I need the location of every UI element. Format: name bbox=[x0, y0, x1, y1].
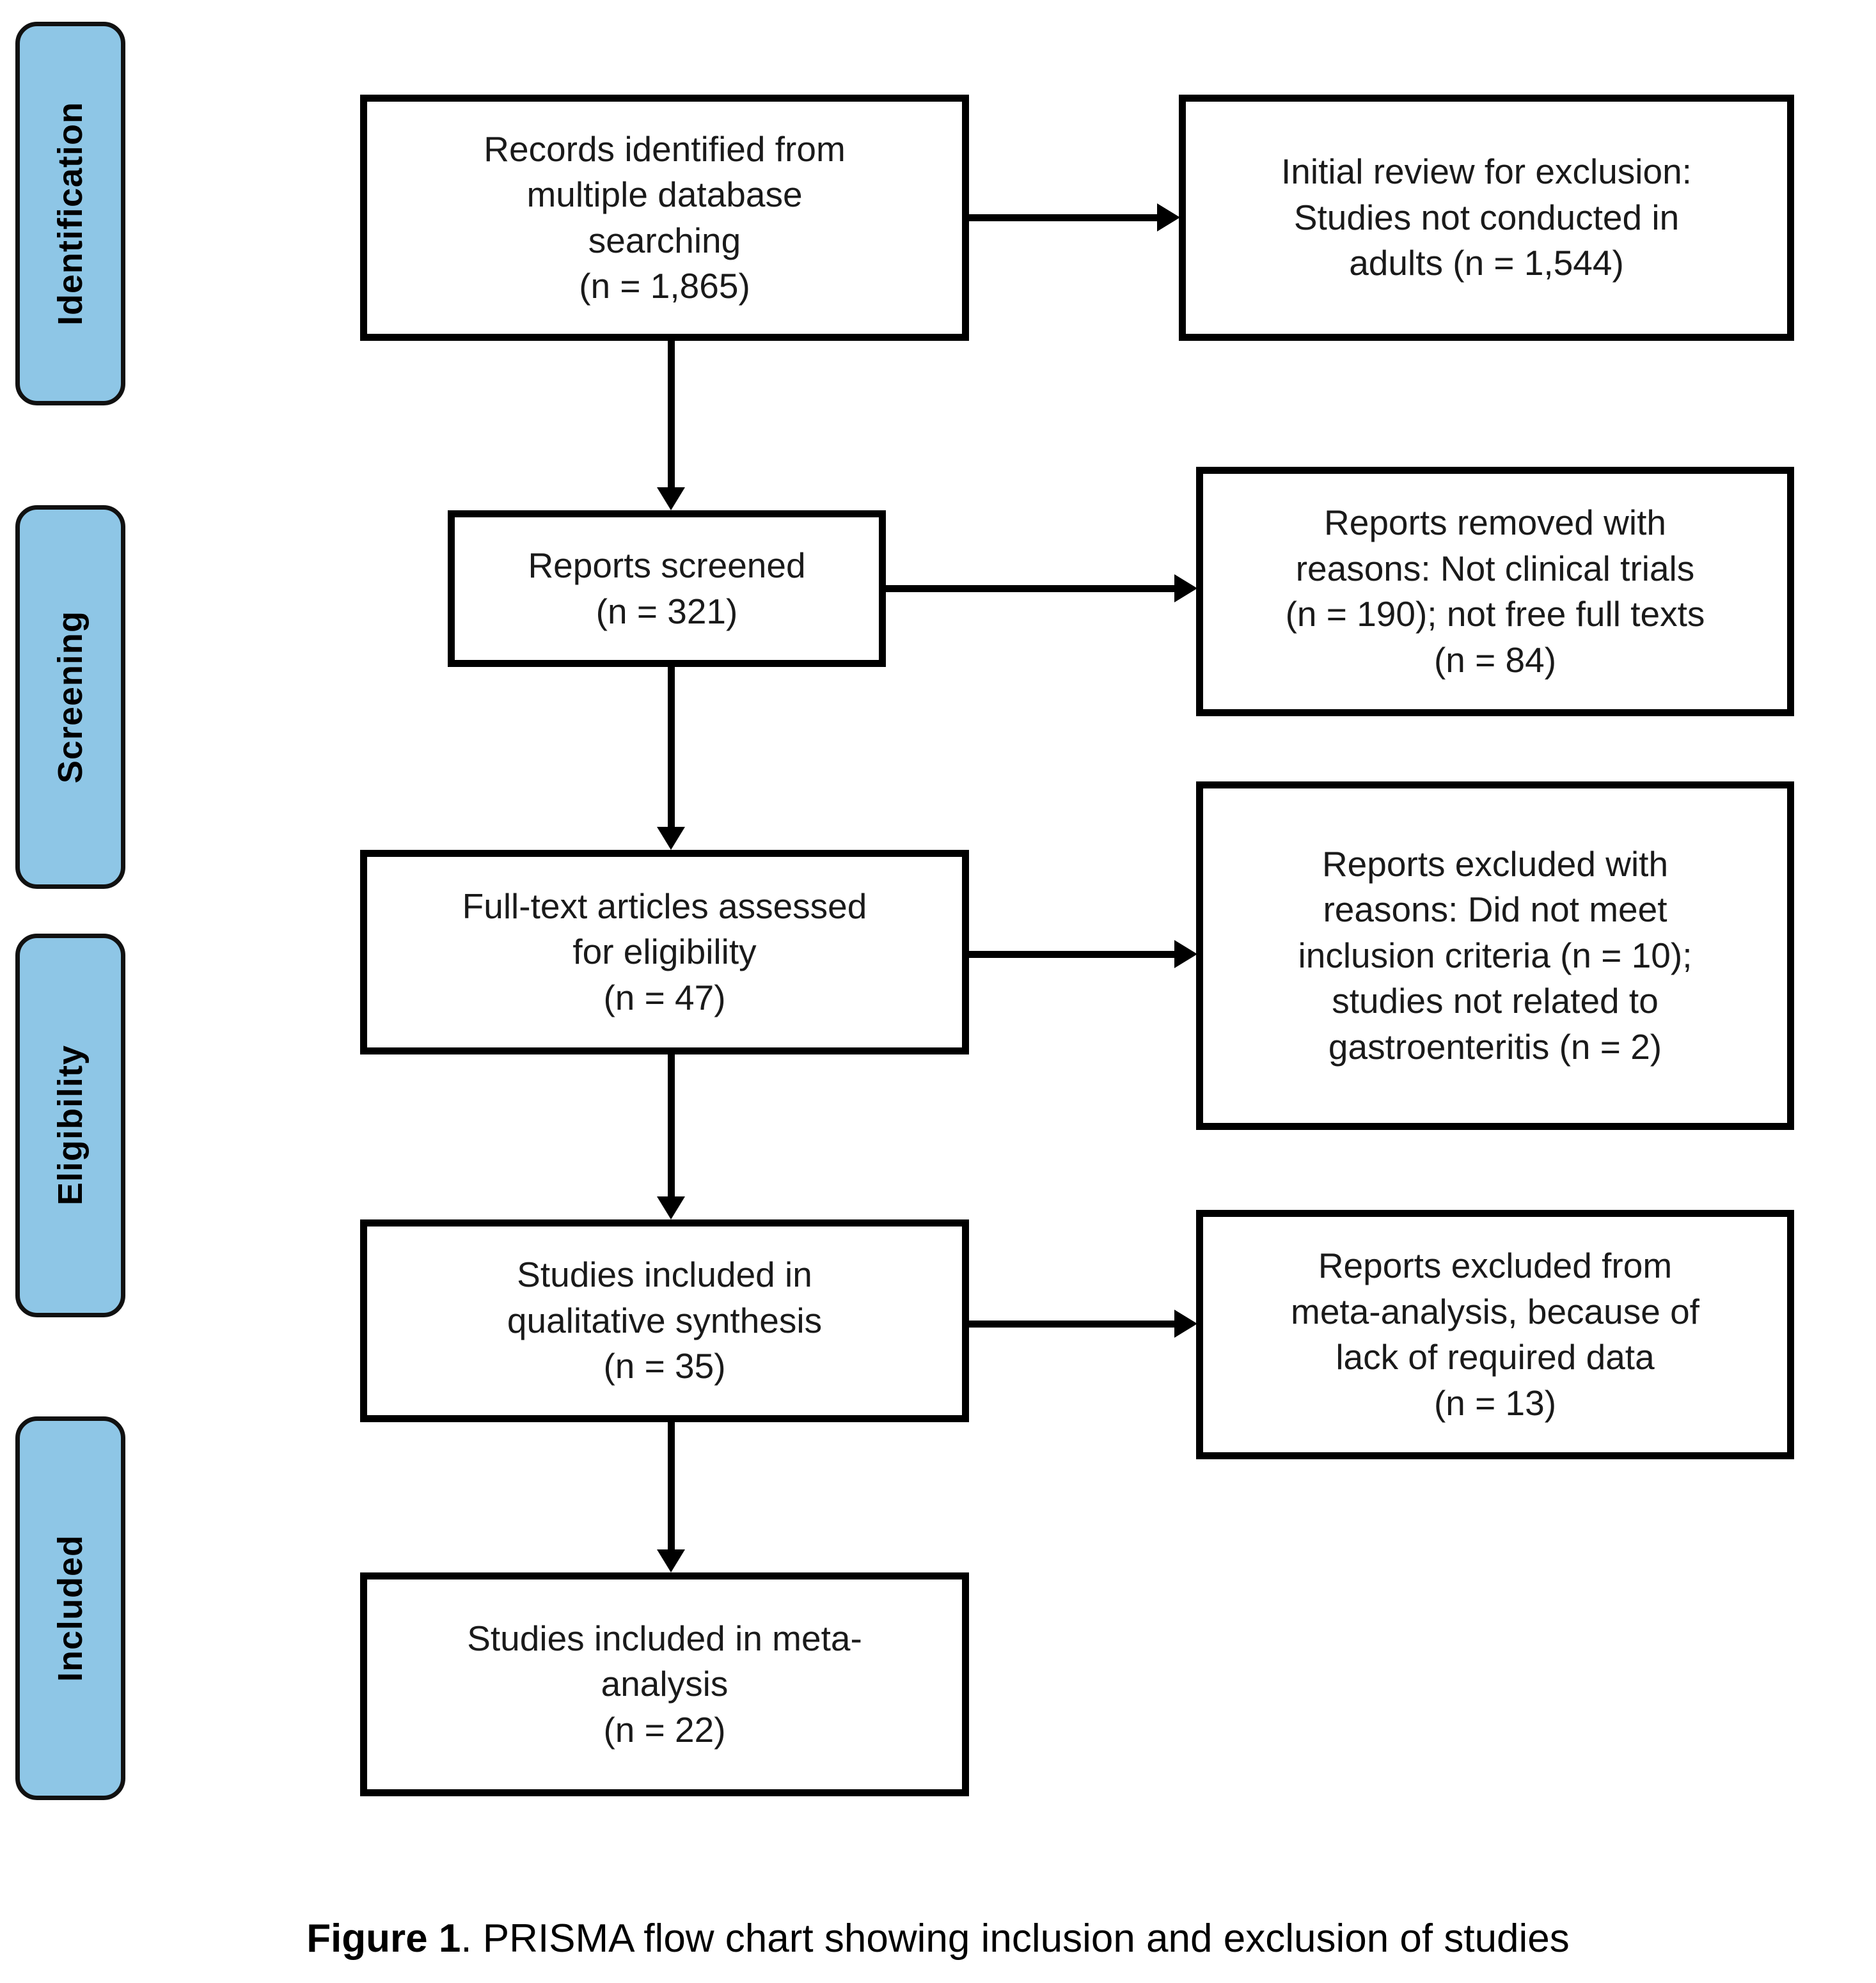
arrowhead-down-icon bbox=[657, 827, 685, 850]
figure-caption: Figure 1. PRISMA flow chart showing incl… bbox=[0, 1916, 1876, 1961]
node-reports-removed: Reports removed with reasons: Not clinic… bbox=[1196, 467, 1794, 716]
node-meta-analysis-included-text: Studies included in meta- analysis (n = … bbox=[467, 1618, 862, 1750]
arrowhead-right-icon bbox=[1174, 574, 1197, 602]
node-records-identified-text: Records identified from multiple databas… bbox=[484, 129, 846, 306]
node-fulltext-assessed: Full-text articles assessed for eligibil… bbox=[360, 850, 969, 1054]
node-initial-review-exclusion-text: Initial review for exclusion: Studies no… bbox=[1281, 152, 1692, 283]
stage-tab-included-label: Included bbox=[51, 1534, 90, 1682]
node-reports-removed-text: Reports removed with reasons: Not clinic… bbox=[1285, 503, 1705, 680]
edge-shaft bbox=[668, 1054, 675, 1198]
arrowhead-right-icon bbox=[1174, 1310, 1197, 1338]
edge-shaft bbox=[969, 951, 1176, 958]
node-reports-excluded-eligibility-text: Reports excluded with reasons: Did not m… bbox=[1298, 843, 1692, 1067]
node-meta-analysis-included: Studies included in meta- analysis (n = … bbox=[360, 1572, 969, 1796]
stage-tab-included: Included bbox=[15, 1416, 125, 1800]
stage-tab-identification-label: Identification bbox=[51, 102, 90, 325]
edge-qualitative-to-excluded-meta bbox=[969, 1310, 1197, 1338]
edge-shaft bbox=[969, 214, 1158, 221]
arrowhead-down-icon bbox=[657, 487, 685, 510]
stage-tab-screening: Screening bbox=[15, 505, 125, 889]
edge-shaft bbox=[668, 341, 675, 489]
node-records-identified: Records identified from multiple databas… bbox=[360, 95, 969, 341]
edge-shaft bbox=[969, 1321, 1176, 1328]
stage-tab-screening-label: Screening bbox=[51, 610, 90, 784]
edge-screened-to-removed bbox=[886, 574, 1197, 602]
arrowhead-right-icon bbox=[1157, 203, 1180, 231]
figure-caption-label: Figure 1 bbox=[306, 1916, 461, 1961]
node-fulltext-assessed-text: Full-text articles assessed for eligibil… bbox=[462, 886, 867, 1017]
edge-qualitative-to-metaanalysis bbox=[657, 1422, 685, 1572]
stage-tab-identification: Identification bbox=[15, 22, 125, 405]
node-reports-excluded-meta-text: Reports excluded from meta-analysis, bec… bbox=[1291, 1246, 1699, 1423]
node-initial-review-exclusion: Initial review for exclusion: Studies no… bbox=[1179, 95, 1794, 341]
node-reports-screened-text: Reports screened (n = 321) bbox=[528, 545, 806, 631]
edge-identified-to-initial-excl bbox=[969, 203, 1180, 231]
edge-shaft bbox=[668, 667, 675, 829]
node-qualitative-synthesis: Studies included in qualitative synthesi… bbox=[360, 1219, 969, 1422]
arrowhead-down-icon bbox=[657, 1549, 685, 1572]
node-reports-excluded-eligibility: Reports excluded with reasons: Did not m… bbox=[1196, 781, 1794, 1130]
edge-screened-to-fulltext bbox=[657, 667, 685, 850]
arrowhead-down-icon bbox=[657, 1196, 685, 1219]
node-reports-excluded-meta: Reports excluded from meta-analysis, bec… bbox=[1196, 1210, 1794, 1459]
stage-tab-eligibility: Eligibility bbox=[15, 934, 125, 1317]
edge-shaft bbox=[886, 585, 1176, 592]
edge-identified-to-screened bbox=[657, 341, 685, 510]
arrowhead-right-icon bbox=[1174, 940, 1197, 968]
node-qualitative-synthesis-text: Studies included in qualitative synthesi… bbox=[507, 1255, 823, 1386]
figure-caption-text: . PRISMA flow chart showing inclusion an… bbox=[461, 1916, 1570, 1961]
stage-tab-eligibility-label: Eligibility bbox=[51, 1045, 90, 1206]
edge-fulltext-to-excluded-elig bbox=[969, 940, 1197, 968]
edge-fulltext-to-qualitative bbox=[657, 1054, 685, 1219]
edge-shaft bbox=[668, 1422, 675, 1551]
node-reports-screened: Reports screened (n = 321) bbox=[448, 510, 886, 667]
